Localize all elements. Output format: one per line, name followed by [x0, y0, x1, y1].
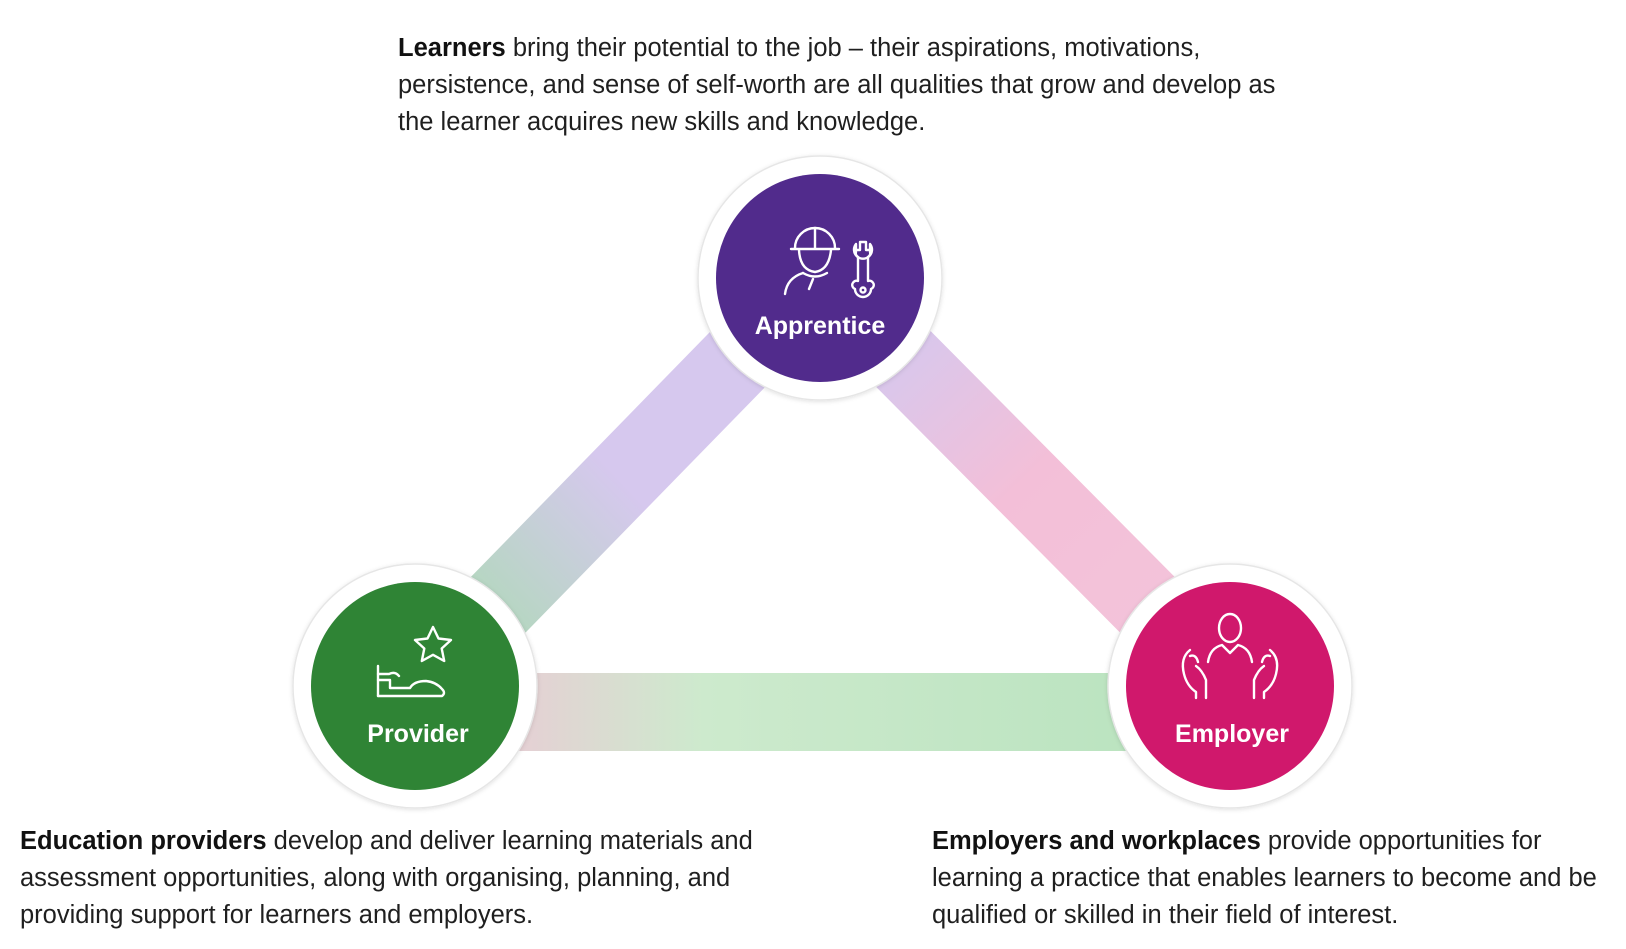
- provider-circle: [311, 582, 519, 790]
- apprentice-circle: [716, 174, 924, 382]
- provider-description-text: develop and deliver learning materials a…: [20, 827, 753, 929]
- employer-label: Employer: [1175, 720, 1289, 748]
- apprentice-label: Apprentice: [755, 312, 886, 340]
- employer-description-bold: Employers and workplaces: [932, 827, 1261, 855]
- provider-label: Provider: [367, 720, 469, 748]
- provider-description-bold: Education providers: [20, 827, 267, 855]
- hand-star-icon: [376, 625, 453, 698]
- apprentice-description-bold: Learners: [398, 34, 506, 62]
- apprentice-description-text: bring their potential to the job – their…: [398, 34, 1276, 136]
- employer-description: Employers and workplaces provide opportu…: [932, 823, 1622, 934]
- person-hands-icon: [1181, 612, 1279, 700]
- employer-description-text: provide opportunities for learning a pra…: [932, 827, 1597, 929]
- provider-description: Education providers develop and deliver …: [20, 823, 780, 934]
- employer-circle: [1126, 582, 1334, 790]
- apprentice-node: Apprentice: [697, 155, 943, 401]
- apprentice-description: Learners bring their potential to the jo…: [398, 30, 1278, 141]
- apprentice-worker-wrench-icon: [783, 226, 875, 299]
- provider-node: Provider: [292, 563, 538, 809]
- employer-node: Employer: [1107, 563, 1353, 809]
